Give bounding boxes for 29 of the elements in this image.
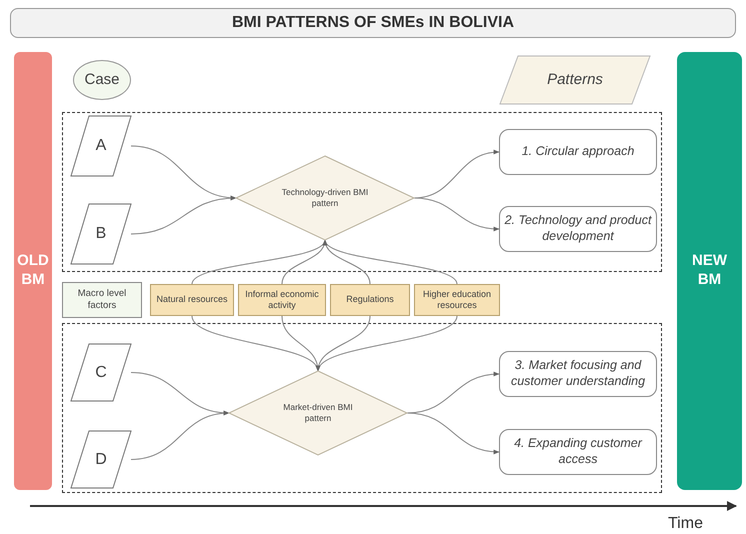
case-parallelogram: C bbox=[71, 344, 131, 401]
decision-diamond: Technology-driven BMI pattern bbox=[236, 156, 414, 240]
diagram-title: BMI PATTERNS OF SMEs IN BOLIVIA bbox=[10, 8, 736, 38]
decision-diamond: Market-driven BMI pattern bbox=[229, 371, 407, 455]
pattern-box: 2. Technology and product development bbox=[499, 206, 657, 252]
header-parallelogram: Patterns bbox=[500, 56, 650, 104]
stage-bar: OLD BM bbox=[14, 52, 52, 490]
connector-arrow bbox=[406, 412, 500, 454]
axis-label: Time bbox=[668, 515, 703, 533]
case-parallelogram: B bbox=[71, 204, 131, 264]
pattern-box: 1. Circular approach bbox=[499, 129, 657, 175]
connector-arrow bbox=[324, 239, 458, 284]
pattern-box: 3. Market focusing and customer understanding bbox=[499, 351, 657, 397]
case-parallelogram: D bbox=[71, 431, 131, 488]
header-ellipse: Case bbox=[73, 60, 131, 100]
connector-arrow bbox=[318, 316, 458, 372]
factor-box: Natural resources bbox=[150, 284, 234, 316]
factor-box: Higher education resources bbox=[414, 284, 500, 316]
connector-arrow bbox=[130, 411, 230, 460]
factor-box: Informal economic activity bbox=[238, 284, 326, 316]
stage-bar: NEW BM bbox=[677, 52, 742, 490]
connector-arrow bbox=[414, 198, 500, 232]
connector-arrow bbox=[130, 196, 237, 234]
pattern-box: 4. Expanding customer access bbox=[499, 429, 657, 475]
factor-box: Macro level factors bbox=[62, 282, 142, 318]
case-parallelogram: A bbox=[71, 116, 131, 176]
factor-box: Regulations bbox=[330, 284, 410, 316]
dashed-group-box bbox=[62, 323, 662, 493]
dashed-group-box bbox=[62, 112, 662, 272]
